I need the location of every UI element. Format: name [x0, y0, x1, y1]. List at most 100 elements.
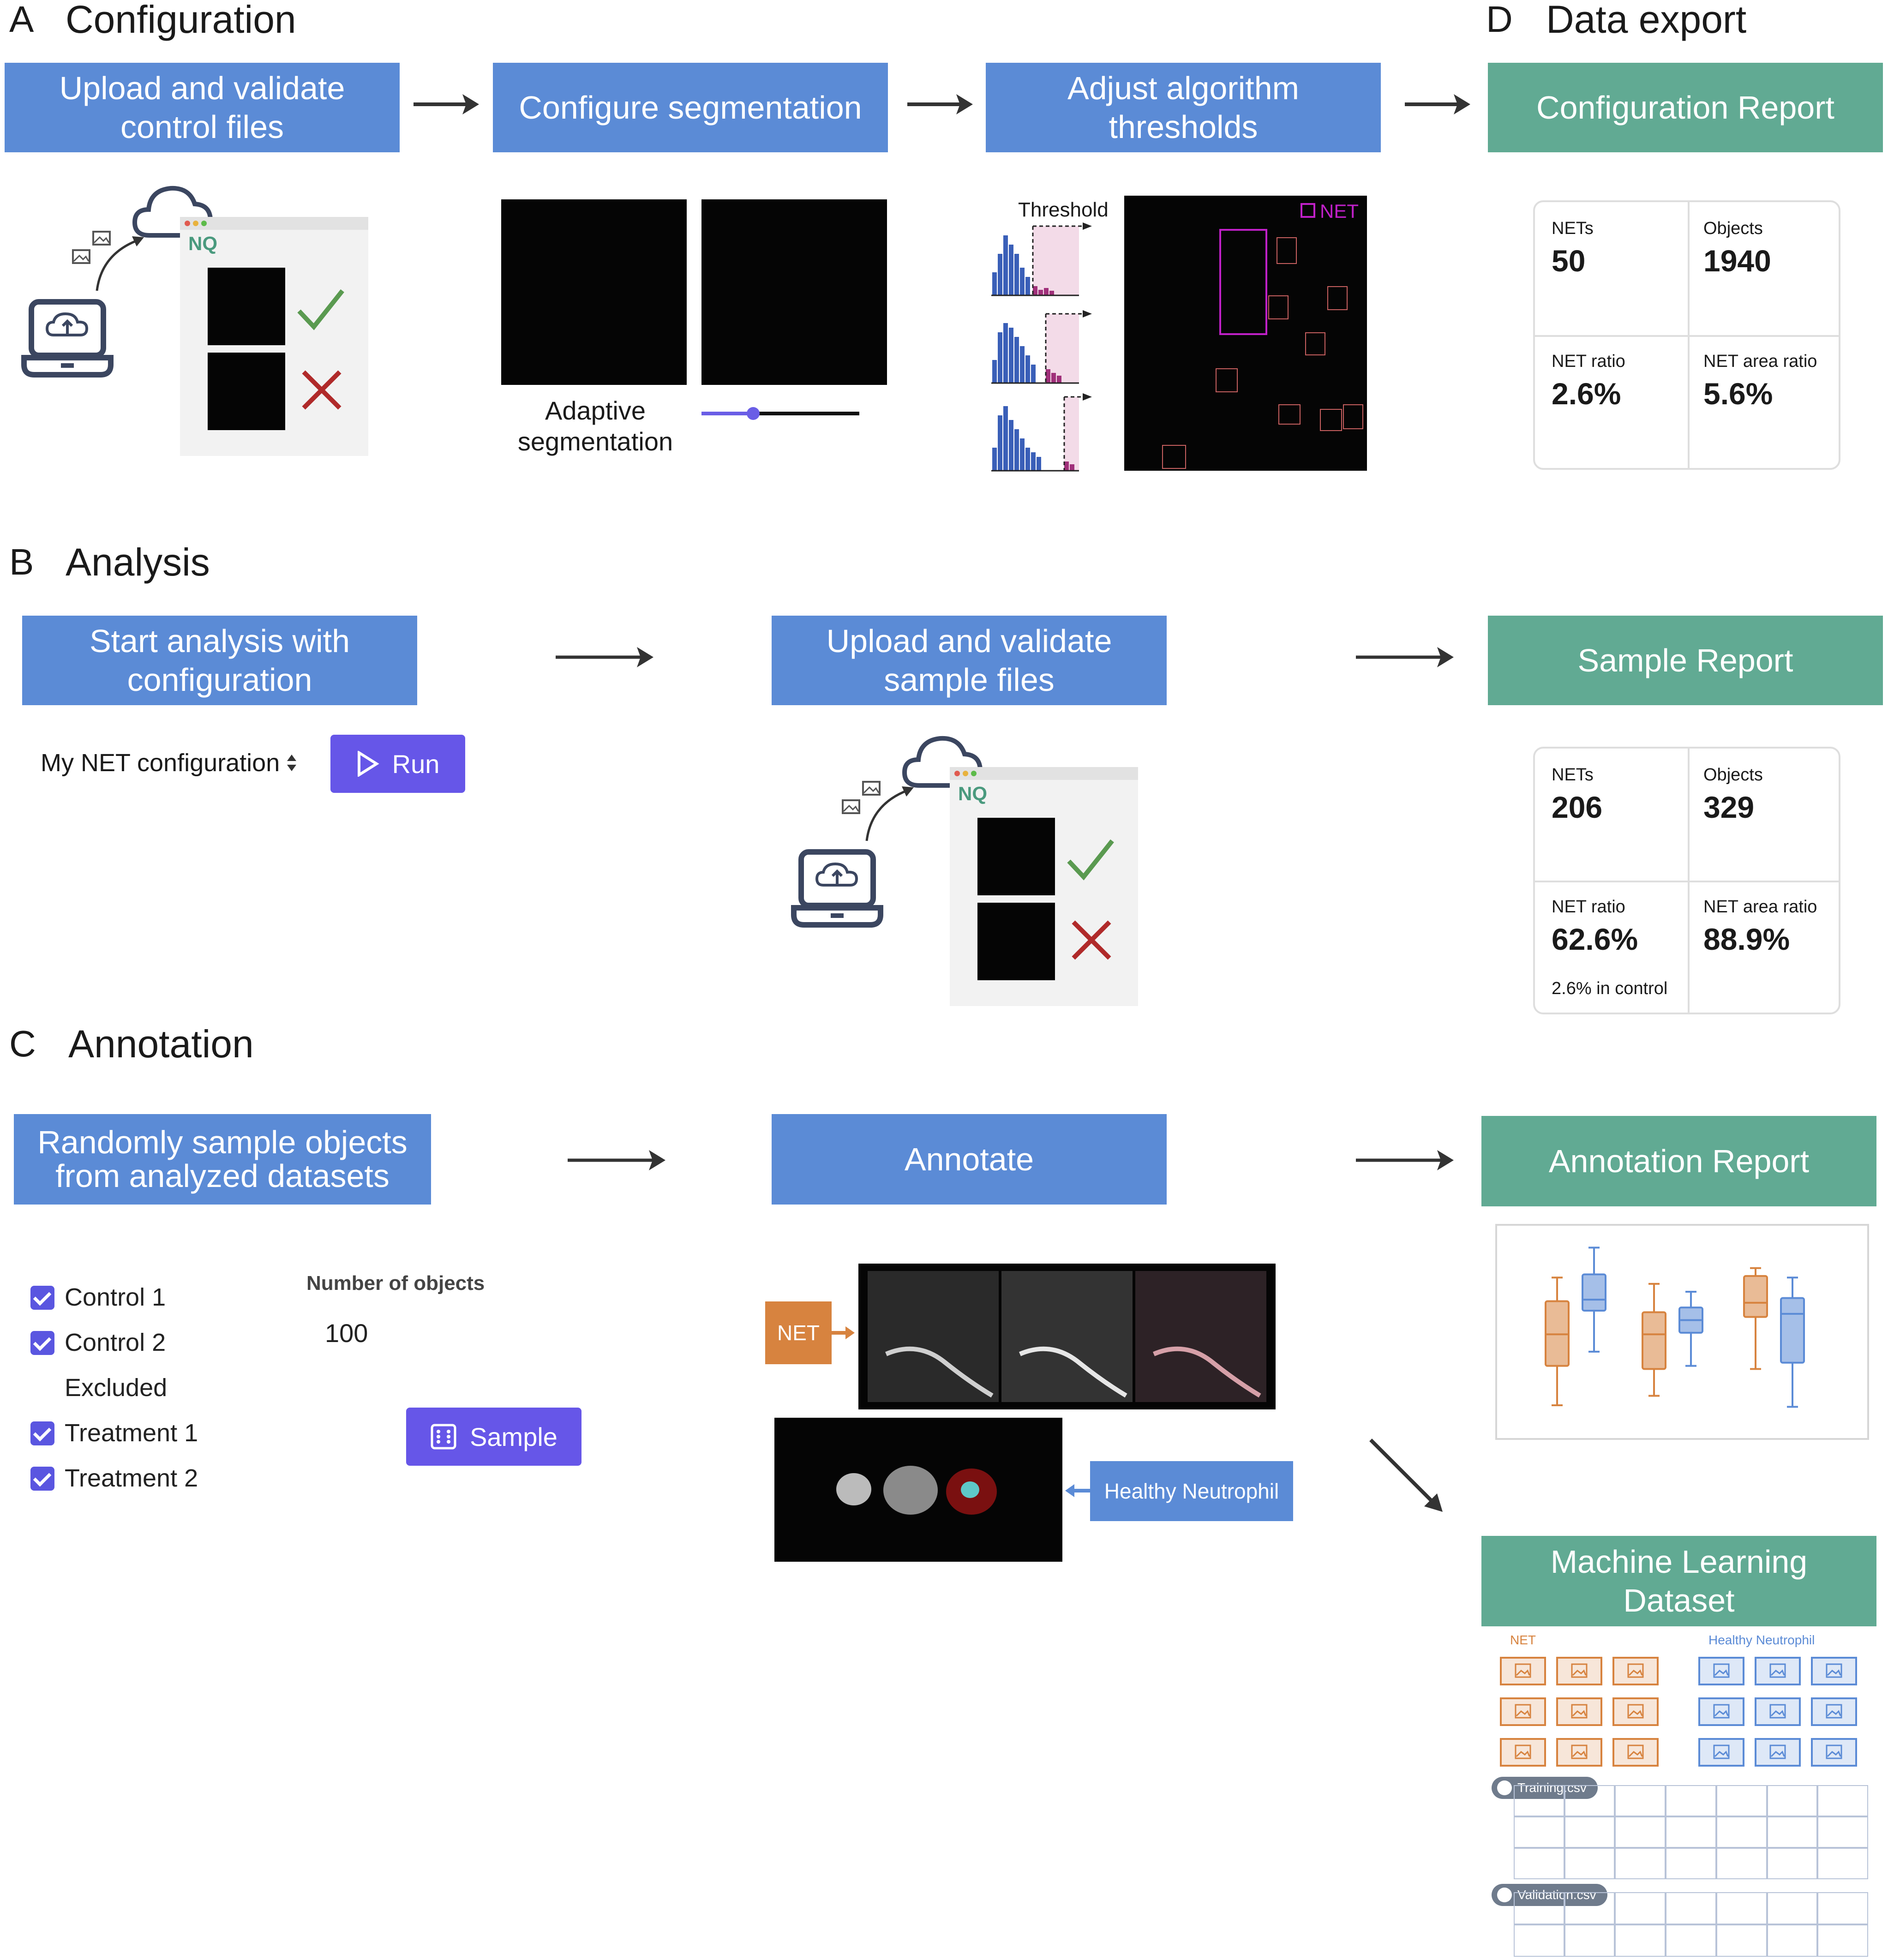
csv-cell — [1666, 1848, 1716, 1879]
csv-cell — [1767, 1848, 1818, 1879]
csv-cell — [1767, 1892, 1818, 1924]
play-icon — [357, 751, 379, 777]
healthy-image-tile — [1698, 1738, 1744, 1767]
boxplot-box — [1678, 1291, 1703, 1367]
csv-cell — [1514, 1892, 1564, 1924]
csv-cell — [1767, 1816, 1818, 1848]
app-badge: NQ — [958, 783, 987, 804]
checkbox-treatment-1[interactable] — [30, 1421, 54, 1445]
training-file-badge: Training.csv — [1492, 1777, 1598, 1799]
boxplot-box — [1582, 1247, 1606, 1353]
metric-value: 329 — [1703, 790, 1755, 824]
net-image-tile — [1612, 1657, 1659, 1685]
threshold-result-image: NET — [1124, 196, 1367, 471]
boxplot-box — [1780, 1277, 1805, 1408]
configuration-report-header: Configuration Report — [1488, 63, 1883, 152]
section-a-title: Configuration — [66, 0, 296, 41]
arrow-icon — [1405, 94, 1470, 114]
csv-cell — [1767, 1785, 1818, 1816]
sample-button-label: Sample — [470, 1422, 557, 1451]
boxplot-chart — [1545, 1247, 1805, 1408]
validation-table — [1514, 1892, 1868, 1957]
arrow-icon — [1356, 647, 1454, 667]
dice-icon — [431, 1424, 456, 1450]
healthy-image-tile — [1755, 1738, 1801, 1767]
validation-file-name: Validation.csv — [1517, 1888, 1596, 1902]
healthy-image-tile — [1698, 1657, 1744, 1685]
arrow-icon — [414, 94, 479, 114]
healthy-image-tile — [1811, 1657, 1857, 1685]
threshold-label: Threshold — [1018, 198, 1109, 221]
step-configure-segmentation: Configure segmentation — [493, 63, 888, 152]
healthy-image-tile — [1698, 1697, 1744, 1726]
csv-cell — [1514, 1924, 1564, 1957]
upload-curve-arrow — [96, 236, 144, 291]
csv-cell — [1666, 1785, 1716, 1816]
dataset-label: Treatment 1 — [65, 1419, 198, 1447]
step-start-analysis: Start analysis with configuration — [22, 616, 417, 705]
csv-cell — [1666, 1892, 1716, 1924]
check-icon — [1067, 839, 1114, 881]
upload-samples-illustration: NQ — [788, 730, 1157, 1007]
net-image-tile — [1556, 1697, 1602, 1726]
metric-value: 1940 — [1703, 244, 1771, 278]
csv-cell — [1514, 1785, 1564, 1816]
csv-cell — [1716, 1848, 1767, 1879]
step-annotate: Annotate — [772, 1114, 1167, 1205]
segmentation-mask-image — [701, 199, 887, 385]
ml-healthy-label: Healthy Neutrophil — [1708, 1633, 1815, 1647]
section-b-title: Analysis — [66, 540, 210, 584]
metric-value: 5.6% — [1703, 377, 1773, 411]
section-c-title: Annotation — [68, 1022, 254, 1066]
csv-cell — [1564, 1785, 1615, 1816]
net-image-tile — [1500, 1697, 1546, 1726]
csv-cell — [1564, 1892, 1615, 1924]
section-d-title: Data export — [1546, 0, 1747, 41]
annotation-report-card — [1495, 1224, 1869, 1440]
metric-label: NET area ratio — [1703, 897, 1817, 917]
configuration-select[interactable]: My NET configuration — [41, 749, 297, 777]
upload-curve-arrow — [865, 786, 914, 841]
csv-cell — [1716, 1924, 1767, 1957]
healthy-neutrophil-tag[interactable]: Healthy Neutrophil — [1090, 1461, 1293, 1521]
run-button[interactable]: Run — [330, 735, 465, 793]
net-legend: NET — [1320, 200, 1359, 222]
segmentation-raw-image — [501, 199, 687, 385]
ml-dataset-header: Machine Learning Dataset — [1481, 1536, 1876, 1626]
section-b-letter: B — [9, 541, 34, 582]
net-image-tile — [1500, 1738, 1546, 1767]
laptop-upload-icon — [21, 299, 114, 378]
metric-label: NETs — [1552, 219, 1594, 238]
csv-cell — [1615, 1785, 1666, 1816]
image-file-icon — [72, 231, 111, 264]
healthy-image-tile — [1811, 1697, 1857, 1726]
dataset-label[interactable]: Excluded — [65, 1374, 168, 1402]
healthy-image-tile — [1755, 1657, 1801, 1685]
ml-image-grid — [1500, 1657, 1869, 1777]
net-object-image — [858, 1264, 1276, 1409]
number-of-objects-input[interactable]: 100 — [325, 1319, 368, 1348]
metric-value: 62.6% — [1552, 922, 1638, 956]
csv-cell — [1817, 1848, 1868, 1879]
checkbox-control-2[interactable] — [30, 1331, 54, 1355]
sample-button[interactable]: Sample — [406, 1408, 581, 1466]
section-a-letter: A — [9, 0, 34, 40]
number-of-objects-label: Number of objects — [306, 1272, 485, 1295]
metric-value: 2.6% — [1552, 377, 1621, 411]
csv-cell — [1564, 1816, 1615, 1848]
checkbox-treatment-2[interactable] — [30, 1467, 54, 1491]
net-tag[interactable]: NET — [765, 1301, 832, 1364]
checkbox-control-1[interactable] — [30, 1286, 54, 1310]
csv-cell — [1767, 1924, 1818, 1957]
ml-net-label: NET — [1510, 1633, 1536, 1647]
metric-label: Objects — [1703, 219, 1763, 238]
cross-icon — [1072, 920, 1111, 960]
segmentation-slider[interactable] — [700, 404, 861, 423]
step-random-sample: Randomly sample objects from analyzed da… — [14, 1114, 431, 1205]
metric-label: NET area ratio — [1703, 352, 1817, 371]
select-arrows-icon — [287, 755, 297, 771]
app-badge: NQ — [188, 233, 217, 254]
csv-cell — [1514, 1848, 1564, 1879]
